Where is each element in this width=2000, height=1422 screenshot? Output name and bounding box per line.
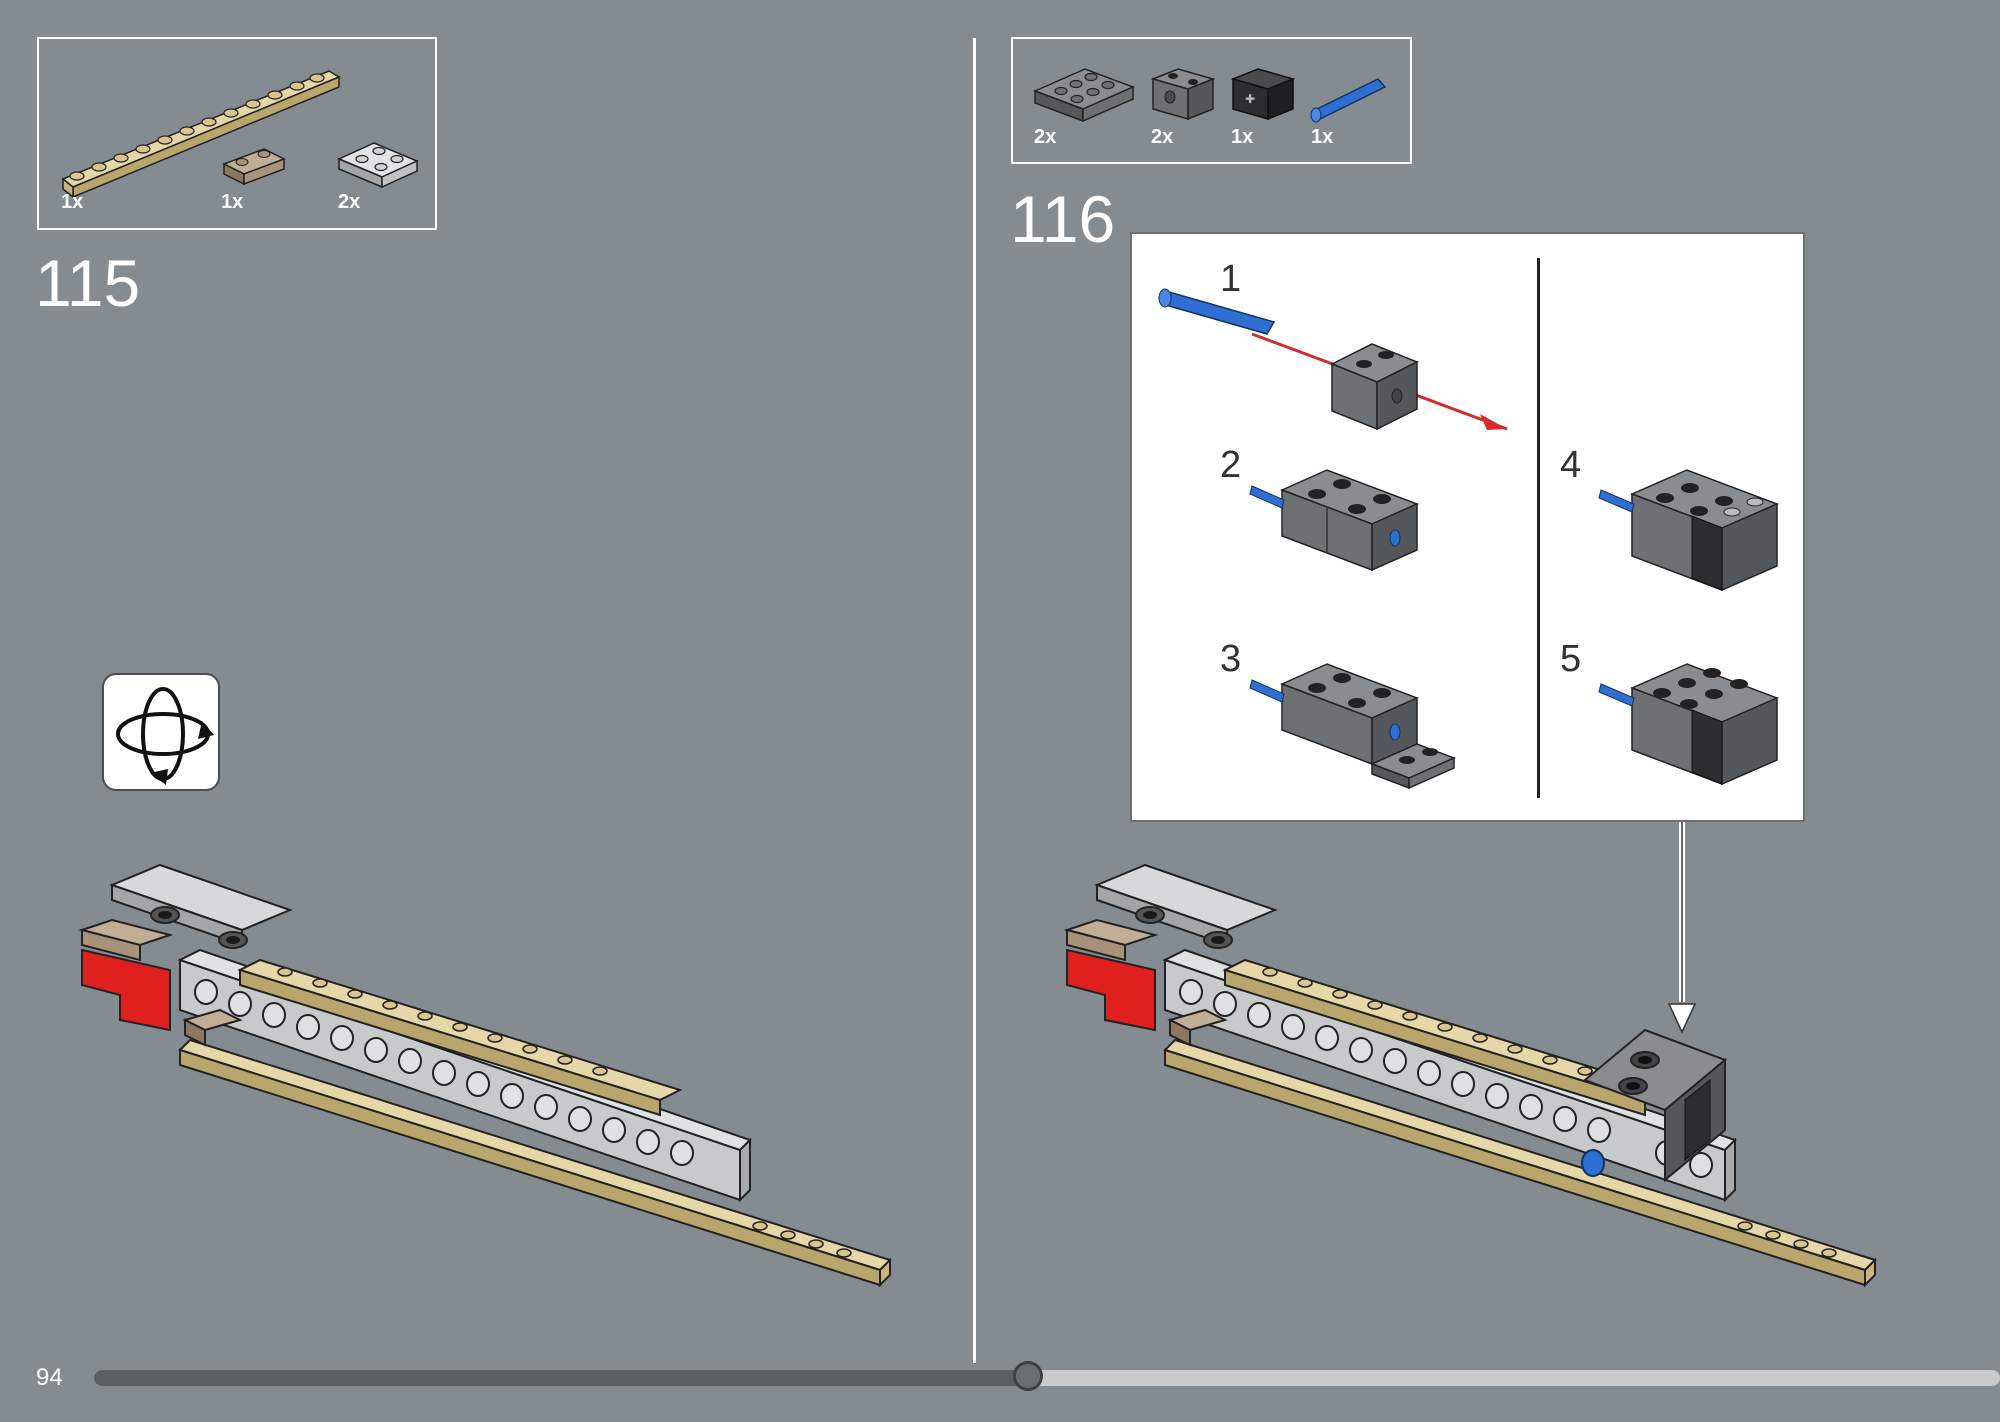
progress-bar[interactable] [94, 1361, 2000, 1391]
rotate-model-button[interactable] [102, 673, 220, 791]
substep-number: 2 [1220, 444, 1242, 486]
callout-divider [1537, 258, 1540, 798]
substep-1-illustration [1158, 288, 1508, 431]
parts-list-box-116: ✚ 2x 2x 1x 1x [1011, 37, 1412, 164]
substep-number: 3 [1220, 638, 1242, 680]
step-number-115: 115 [35, 246, 141, 320]
part-dark-gray-plate-2x3 [1033, 68, 1135, 123]
parts-list-box-115: 1x 1x 2x [37, 37, 437, 230]
part-dark-tan-plate-1x2 [222, 148, 286, 186]
rotate-model-icon [116, 687, 214, 785]
page-divider [973, 38, 976, 1363]
part-blue-technic-pin [1310, 78, 1387, 123]
substep-number: 5 [1560, 638, 1582, 680]
part-dark-gray-technic-brick-1x2 [1150, 68, 1216, 121]
substep-4-illustration [1598, 469, 1779, 592]
part-black-technic-brick-axle-hole: ✚ [1230, 68, 1296, 121]
part-qty: 1x [1231, 126, 1254, 148]
page-number: 94 [36, 1364, 63, 1391]
step-number-116: 116 [1010, 182, 1116, 256]
part-qty: 1x [61, 191, 84, 213]
svg-text:✚: ✚ [1245, 92, 1255, 106]
progress-fill [94, 1370, 1028, 1386]
part-qty: 2x [338, 191, 361, 213]
part-qty: 1x [1311, 126, 1334, 148]
substep-3-illustration [1249, 663, 1456, 790]
part-qty: 2x [1034, 126, 1057, 148]
part-qty: 1x [221, 191, 244, 213]
part-tan-plate-1x12 [61, 70, 341, 199]
callout-arrow [1667, 822, 1697, 1034]
substep-2-illustration [1249, 469, 1419, 572]
part-light-gray-plate-2x2 [337, 142, 419, 189]
substep-number: 4 [1560, 444, 1582, 486]
substep-5-illustration [1598, 663, 1779, 786]
part-qty: 2x [1151, 126, 1174, 148]
substep-number: 1 [1220, 258, 1242, 300]
model-assembly-115 [78, 863, 892, 1288]
sub-assembly-callout: 1 2 3 4 5 [1130, 232, 1805, 822]
progress-handle[interactable] [1013, 1361, 1043, 1391]
model-assembly-116 [1063, 863, 1877, 1288]
